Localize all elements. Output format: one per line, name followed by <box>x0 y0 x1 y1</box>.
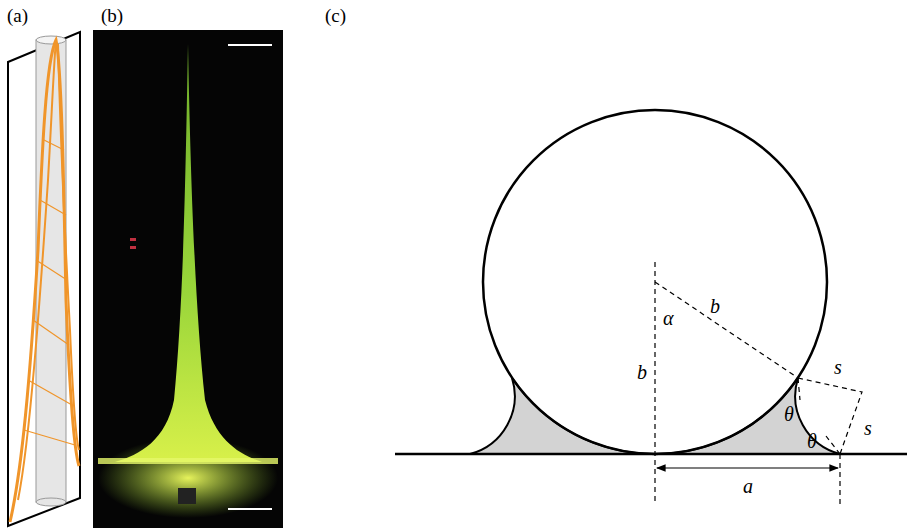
angle-label: θ <box>807 430 817 452</box>
sketch-a <box>8 32 80 526</box>
panel-label: (c) <box>325 6 346 27</box>
panel-label: (a) <box>7 6 28 27</box>
angle-label: α <box>663 307 674 329</box>
panel-label: (b) <box>101 6 123 27</box>
length-label: s <box>834 356 842 378</box>
length-label: a <box>743 475 753 497</box>
geometry-c <box>395 110 907 505</box>
length-label: s <box>864 417 872 439</box>
length-label: b <box>710 295 720 317</box>
length-label: b <box>637 361 647 383</box>
angle-label: θ <box>784 403 794 425</box>
photo-b <box>93 30 283 528</box>
